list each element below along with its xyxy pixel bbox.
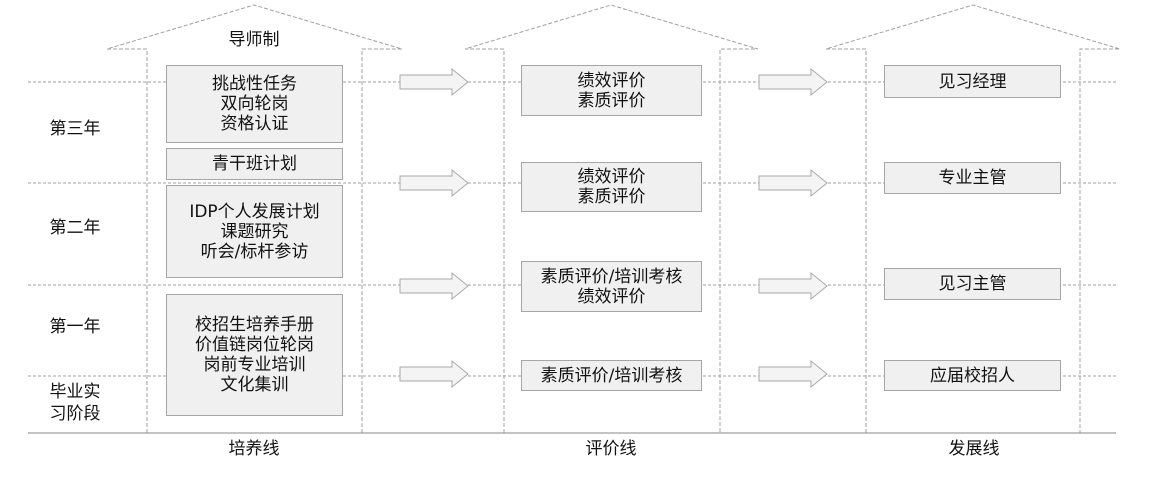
development-box-professional-supervisor: 专业主管 (884, 162, 1061, 194)
box-line: 绩效评价 (577, 70, 646, 91)
cultivation-box-second-year: IDP个人发展计划 课题研究 听会/标杆参访 (166, 185, 343, 278)
evaluation-box-third-year: 绩效评价 素质评价 (521, 65, 702, 116)
right-arrow (399, 359, 469, 389)
development-box-trainee-manager: 见习经理 (884, 65, 1061, 98)
right-arrow (758, 168, 828, 198)
evaluation-box-internship: 素质评价/培训考核 (521, 360, 702, 391)
right-arrow (758, 67, 828, 97)
box-line: 绩效评价 (577, 167, 646, 187)
development-box-trainee-supervisor: 见习主管 (884, 268, 1061, 300)
right-arrow (758, 271, 828, 301)
box-line: 挑战性任务 (212, 74, 297, 94)
column-label-development: 发展线 (948, 439, 1000, 459)
year-label-first: 第一年 (49, 317, 101, 337)
development-box-campus-recruit: 应届校招人 (884, 360, 1061, 391)
box-line: 资格认证 (220, 114, 289, 134)
house-outline (106, 4, 403, 433)
year-label-internship-line1: 毕业实 (49, 382, 101, 402)
right-arrow (758, 359, 828, 389)
box-line: 青干班计划 (212, 154, 297, 174)
house-outline (825, 4, 1121, 433)
box-line: 双向轮岗 (220, 94, 289, 114)
box-line: 素质评价/培训考核 (540, 266, 683, 287)
box-line: 应届校招人 (930, 365, 1015, 386)
box-line: 价值链岗位轮岗 (195, 335, 314, 355)
box-line: 岗前专业培训 (203, 355, 306, 375)
cultivation-box-first-year: 校招生培养手册 价值链岗位轮岗 岗前专业培训 文化集训 (166, 294, 343, 416)
mentor-system-label: 导师制 (228, 30, 280, 50)
cultivation-box-third-year: 挑战性任务 双向轮岗 资格认证 (166, 65, 343, 143)
box-line: 绩效评价 (577, 286, 646, 307)
column-label-cultivation: 培养线 (228, 439, 280, 459)
right-arrow (399, 67, 469, 97)
house-outline (464, 4, 759, 433)
column-label-evaluation: 评价线 (585, 439, 637, 459)
evaluation-box-first-year: 素质评价/培训考核 绩效评价 (521, 261, 702, 312)
year-label-second: 第二年 (49, 218, 101, 238)
box-line: 素质评价/培训考核 (540, 365, 683, 386)
box-line: 见习主管 (938, 274, 1007, 294)
cultivation-box-cadre-program: 青干班计划 (166, 148, 343, 180)
box-line: 素质评价 (577, 187, 646, 207)
box-line: 课题研究 (220, 221, 289, 242)
box-line: 见习经理 (938, 71, 1007, 92)
year-label-internship-line2: 习阶段 (49, 404, 101, 424)
right-arrow (399, 168, 469, 198)
box-line: 校招生培养手册 (195, 315, 314, 335)
box-line: 文化集训 (220, 375, 289, 395)
box-line: 素质评价 (577, 90, 646, 111)
box-line: 听会/标杆参访 (200, 241, 309, 262)
evaluation-box-second-year: 绩效评价 素质评价 (521, 162, 702, 212)
box-line: 专业主管 (938, 168, 1007, 188)
right-arrow (399, 271, 469, 301)
year-label-third: 第三年 (49, 119, 101, 139)
box-line: IDP个人发展计划 (189, 201, 320, 222)
